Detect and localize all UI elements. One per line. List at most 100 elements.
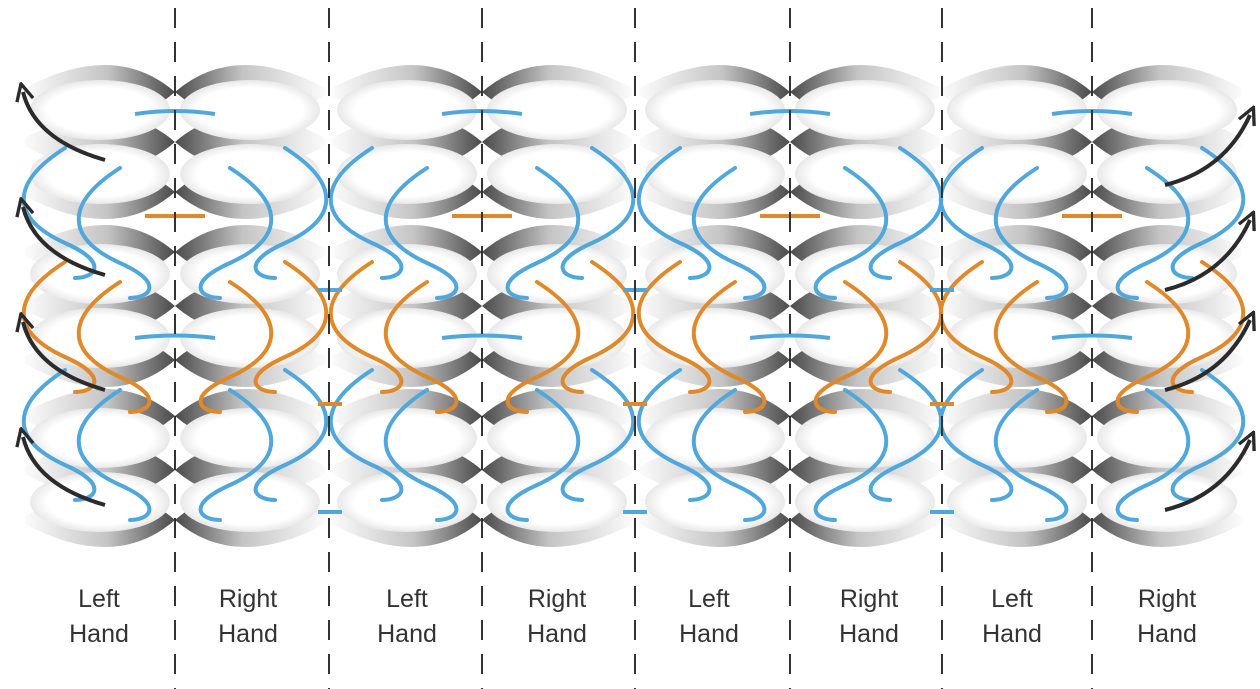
label-line2: Hand bbox=[377, 620, 437, 648]
helix-curve bbox=[1115, 388, 1191, 522]
helix-curve bbox=[328, 146, 404, 280]
label-line1: Right bbox=[1137, 585, 1197, 613]
rotation-arrow-icon bbox=[1164, 220, 1250, 292]
helix-curve bbox=[383, 166, 459, 300]
label-line1: Right bbox=[218, 585, 278, 613]
surface-hole bbox=[337, 244, 477, 304]
surface-hole bbox=[180, 308, 320, 368]
label-left-hand-4: Left Hand bbox=[937, 582, 1087, 652]
rotation-arrow-icon bbox=[23, 207, 106, 277]
surface-hole bbox=[645, 408, 785, 468]
surface-hole bbox=[1097, 472, 1237, 532]
helix-curve bbox=[1170, 368, 1246, 502]
helix-curve bbox=[198, 166, 274, 300]
surface-hole bbox=[645, 472, 785, 532]
surface-hole bbox=[337, 144, 477, 204]
helix-curve bbox=[993, 388, 1069, 522]
rotation-arrow-icon bbox=[1164, 440, 1250, 512]
surface-hole bbox=[645, 144, 785, 204]
label-line1: Right bbox=[839, 585, 899, 613]
helix-curve bbox=[993, 280, 1069, 414]
surface-hole bbox=[337, 308, 477, 368]
helix-curve bbox=[328, 368, 404, 502]
surface-hole bbox=[30, 80, 170, 140]
helix-curve bbox=[505, 166, 581, 300]
rotation-arrow-icon bbox=[23, 92, 106, 162]
helix-curve bbox=[383, 280, 459, 414]
label-line1: Left bbox=[688, 585, 730, 613]
label-left-hand-3: Left Hand bbox=[634, 582, 784, 652]
surface-hole bbox=[645, 80, 785, 140]
label-line2: Hand bbox=[839, 620, 899, 648]
surface-hole bbox=[795, 144, 935, 204]
label-right-hand-1: Right Hand bbox=[173, 582, 323, 652]
label-line1: Left bbox=[78, 585, 120, 613]
helix-curve bbox=[383, 388, 459, 522]
label-line2: Hand bbox=[69, 620, 129, 648]
surface-hole bbox=[947, 244, 1087, 304]
helix-curve bbox=[813, 388, 889, 522]
surface-hole bbox=[947, 144, 1087, 204]
helix-curve bbox=[691, 280, 767, 414]
helix-curve bbox=[636, 146, 712, 280]
surface-hole bbox=[180, 80, 320, 140]
surface-hole bbox=[487, 408, 627, 468]
helix-curve bbox=[253, 368, 329, 502]
surface-hole bbox=[795, 80, 935, 140]
helix-curve bbox=[636, 260, 712, 394]
helix-curve bbox=[505, 280, 581, 414]
helix-curve bbox=[198, 388, 274, 522]
helix-curve bbox=[636, 368, 712, 502]
surface-hole bbox=[487, 472, 627, 532]
surface-hole bbox=[947, 408, 1087, 468]
surface-hole bbox=[180, 408, 320, 468]
surface-hole bbox=[947, 80, 1087, 140]
rotation-arrow-icon bbox=[1164, 115, 1250, 187]
surface-hole bbox=[487, 308, 627, 368]
helix-curve bbox=[938, 146, 1014, 280]
label-line1: Right bbox=[527, 585, 587, 613]
surface-hole bbox=[180, 144, 320, 204]
helix-curve bbox=[993, 166, 1069, 300]
helix-curve bbox=[1051, 333, 1133, 340]
label-left-hand-2: Left Hand bbox=[332, 582, 482, 652]
helix-curve bbox=[1115, 280, 1191, 414]
label-line1: Left bbox=[386, 585, 428, 613]
surface-hole bbox=[947, 308, 1087, 368]
label-line2: Hand bbox=[982, 620, 1042, 648]
helix-curve bbox=[76, 388, 152, 522]
helix-curve bbox=[868, 146, 944, 280]
surface-hole bbox=[947, 472, 1087, 532]
label-line2: Hand bbox=[1137, 620, 1197, 648]
helix-curve bbox=[938, 368, 1014, 502]
helix-curve bbox=[134, 333, 216, 340]
label-line2: Hand bbox=[679, 620, 739, 648]
surface-hole bbox=[1097, 144, 1237, 204]
helix-curve bbox=[691, 388, 767, 522]
helix-curve bbox=[198, 280, 274, 414]
surface-hole bbox=[795, 472, 935, 532]
label-right-hand-2: Right Hand bbox=[482, 582, 632, 652]
rotation-arrows-layer bbox=[23, 92, 1250, 512]
label-left-hand-1: Left Hand bbox=[24, 582, 174, 652]
label-line1: Left bbox=[991, 585, 1033, 613]
helix-curve bbox=[76, 280, 152, 414]
helix-curve bbox=[505, 388, 581, 522]
label-right-hand-4: Right Hand bbox=[1092, 582, 1242, 652]
helix-curve bbox=[1170, 146, 1246, 280]
rotation-arrow-icon bbox=[23, 437, 106, 507]
helix-curve bbox=[21, 368, 97, 502]
surface-hole bbox=[795, 308, 935, 368]
helix-curve bbox=[76, 166, 152, 300]
rotation-arrow-icon bbox=[1164, 320, 1250, 392]
surface-hole bbox=[30, 408, 170, 468]
surface-hole bbox=[337, 80, 477, 140]
surface-hole bbox=[1097, 244, 1237, 304]
surface-hole bbox=[487, 80, 627, 140]
surface-hole bbox=[645, 244, 785, 304]
surface-hole bbox=[337, 408, 477, 468]
surface-hole bbox=[1097, 308, 1237, 368]
surface-hole bbox=[487, 144, 627, 204]
surface-hole bbox=[1097, 408, 1237, 468]
